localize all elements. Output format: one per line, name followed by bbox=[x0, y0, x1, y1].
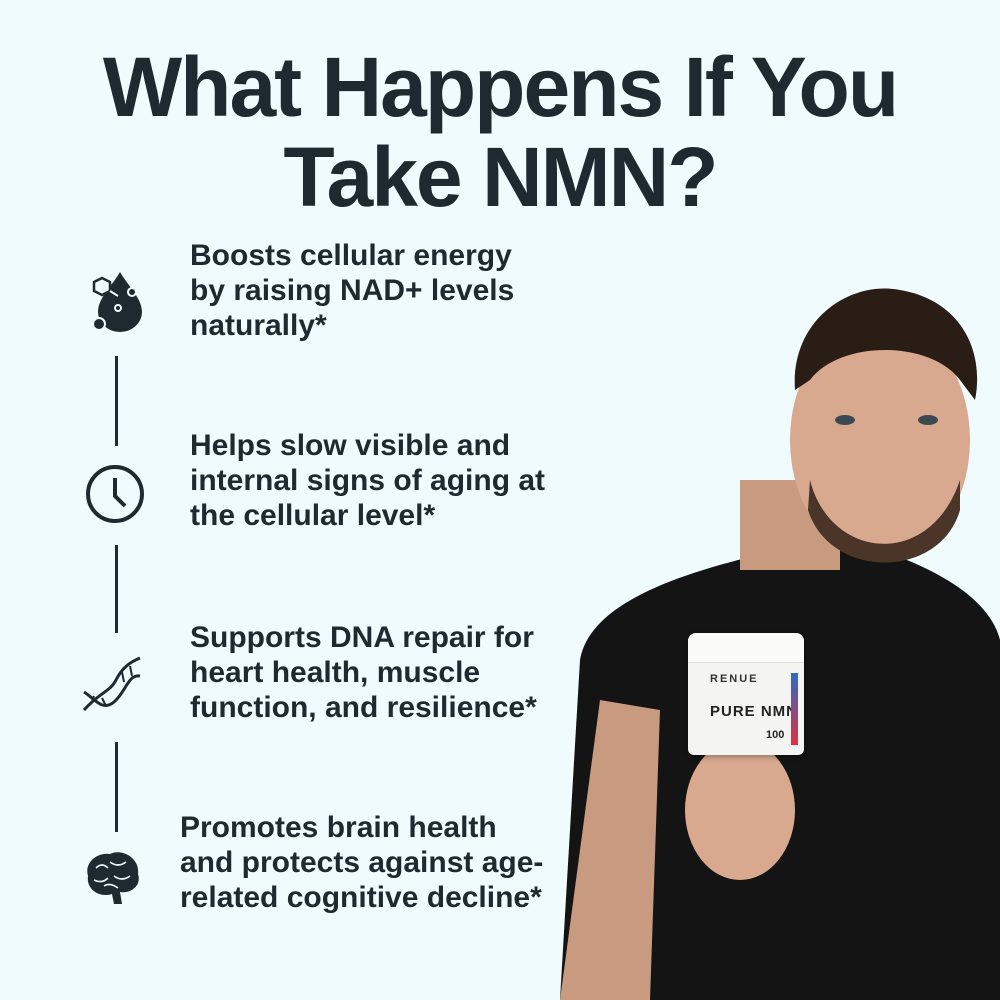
benefit-item: Helps slow visible and internal signs of… bbox=[190, 429, 546, 532]
divider-line bbox=[115, 742, 118, 832]
benefit-item: Promotes brain health and protects again… bbox=[180, 811, 544, 914]
product-brand: RENUE bbox=[710, 673, 759, 685]
clock-icon bbox=[86, 465, 144, 523]
title-line-2: Take NMN? bbox=[283, 130, 718, 224]
page-title: What Happens If You Take NMN? bbox=[0, 42, 1000, 222]
brain-icon bbox=[87, 852, 139, 904]
benefit-item: Boosts cellular energy by raising NAD+ l… bbox=[190, 239, 515, 342]
benefit-item: Supports DNA repair for heart health, mu… bbox=[190, 621, 537, 724]
divider-line bbox=[115, 545, 118, 633]
jar-lid bbox=[688, 633, 804, 663]
product-name: PURE NMN bbox=[710, 703, 799, 720]
man-holding-product-photo bbox=[560, 288, 1000, 1000]
product-count: 100 bbox=[766, 729, 785, 741]
molecule-drop-icon bbox=[92, 272, 142, 332]
dna-icon bbox=[82, 656, 141, 711]
label-stripe bbox=[791, 673, 798, 745]
divider-line bbox=[115, 356, 118, 446]
product-jar: RENUE PURE NMN 100 bbox=[688, 633, 804, 755]
title-line-1: What Happens If You bbox=[102, 40, 899, 134]
